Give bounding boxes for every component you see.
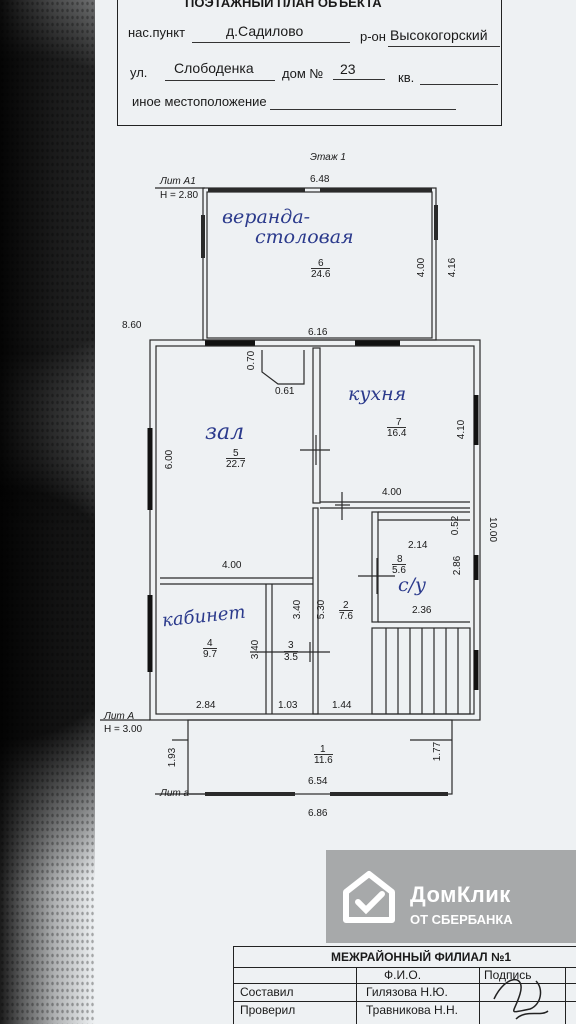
district-label: р-он xyxy=(360,29,386,44)
room-8-name: с/у xyxy=(398,574,427,596)
stamp-fio-header: Ф.И.О. xyxy=(384,968,422,982)
street-label: ул. xyxy=(130,65,148,80)
room-6-num: 6 xyxy=(318,258,324,269)
dim-small-w: 1.03 xyxy=(278,700,298,711)
room-1-area: 11.6 xyxy=(314,754,333,766)
house-label: дом № xyxy=(282,66,324,81)
house-value: 23 xyxy=(340,61,356,77)
settlement-label: нас.пункт xyxy=(128,25,186,40)
room-6-name-2: столовая xyxy=(255,226,354,248)
domclick-watermark: ДомКлик ОТ СБЕРБАНКА xyxy=(326,850,576,943)
lit-a-label: Лит А xyxy=(104,711,135,722)
dim-right-total: 10.00 xyxy=(487,516,499,543)
scan-shadow xyxy=(0,0,95,1024)
stamp-row2-label: Проверил xyxy=(240,1003,296,1017)
dim-hall-bottom: 4.00 xyxy=(222,560,242,571)
dim-veranda-outer: 4.16 xyxy=(447,257,459,278)
dim-porch-w: 6.54 xyxy=(308,776,328,787)
settlement-value: д.Садилово xyxy=(226,23,304,39)
h-a1-label: H = 2.80 xyxy=(160,190,199,201)
dim-porch-right: 1.77 xyxy=(432,741,444,762)
watermark-subtitle: ОТ СБЕРБАНКА xyxy=(410,912,513,927)
dim-bath-w: 2.14 xyxy=(408,540,428,551)
room-7-name: кухня xyxy=(348,383,407,405)
room-3-num: 3 xyxy=(288,640,294,651)
porch-outline xyxy=(187,719,453,795)
dim-cab-h: 3.40 xyxy=(250,639,262,660)
apt-label: кв. xyxy=(398,70,415,85)
room-3-area: 3.5 xyxy=(284,651,298,663)
watermark-title: ДомКлик xyxy=(410,882,511,907)
dim-cab-w: 2.84 xyxy=(196,700,216,711)
dim-bath-h: 2.86 xyxy=(452,555,464,576)
dim-corr-h: 5.30 xyxy=(316,599,328,620)
room-4-num: 4 xyxy=(207,638,213,649)
dim-total-w: 6.86 xyxy=(308,808,328,819)
floor-label: Этаж 1 xyxy=(310,152,346,163)
room-4-area: 9.7 xyxy=(203,648,217,660)
dim-top-width: 6.48 xyxy=(310,174,330,185)
dim-porch-left: 1.93 xyxy=(167,747,179,768)
room-1-num: 1 xyxy=(320,744,326,755)
stamp-sign-header: Подпись xyxy=(484,968,532,982)
stamp-row2-name: Травникова Н.Н. xyxy=(366,1003,459,1017)
room-2-num: 2 xyxy=(343,600,349,611)
other-location-label: иное местоположение xyxy=(132,94,267,109)
room-7-num: 7 xyxy=(396,417,402,428)
dim-bath-bottom: 2.36 xyxy=(412,605,432,616)
dim-mid-width: 6.16 xyxy=(308,327,328,338)
signature xyxy=(493,978,549,1020)
dim-closet-h: 0.70 xyxy=(246,350,258,371)
stamp-row1-name: Гилязова Н.Ю. xyxy=(366,985,448,999)
stamp-office: МЕЖРАЙОННЫЙ ФИЛИАЛ №1 xyxy=(331,950,511,964)
dim-corr-w: 1.44 xyxy=(332,700,352,711)
main-house-outline xyxy=(149,339,481,721)
room-8-area: 5.6 xyxy=(392,564,406,576)
header-form xyxy=(117,0,502,126)
dim-hall-h: 6.00 xyxy=(164,449,176,470)
dim-kitchen-bottom: 4.00 xyxy=(382,487,402,498)
room-6-area: 24.6 xyxy=(311,268,331,280)
lit-a-bottom-label: Лит а xyxy=(160,788,190,799)
stamp-row1-label: Составил xyxy=(240,985,294,999)
district-value: Высокогорский xyxy=(390,27,488,43)
room-2-area: 7.6 xyxy=(339,610,353,622)
title-block: МЕЖРАЙОННЫЙ ФИЛИАЛ №1 Ф.И.О. Подпись Сос… xyxy=(233,946,576,1024)
street-value: Слободенка xyxy=(174,60,254,76)
dim-veranda-inner: 4.00 xyxy=(416,257,428,278)
house-logo-icon xyxy=(343,871,395,923)
lit-a1-label: Лит А1 xyxy=(160,176,196,187)
dim-small-h: 3.40 xyxy=(292,599,304,620)
h-a-label: H = 3.00 xyxy=(104,724,143,735)
dim-left-total: 8.60 xyxy=(122,320,142,331)
room-6-name: веранда- xyxy=(222,206,311,228)
room-5-name: зал xyxy=(205,420,245,445)
room-5-area: 22.7 xyxy=(226,458,246,470)
dim-closet-w: 0.61 xyxy=(275,386,295,397)
room-7-area: 16.4 xyxy=(387,427,407,439)
room-8-num: 8 xyxy=(397,554,403,565)
dim-bath-gap: 0.52 xyxy=(450,515,462,536)
document-title: ПОЭТАЖНЫЙ ПЛАН ОБЪЕКТА xyxy=(185,0,382,10)
room-5-num: 5 xyxy=(233,448,239,459)
dim-kitchen-h: 4.10 xyxy=(456,419,468,440)
